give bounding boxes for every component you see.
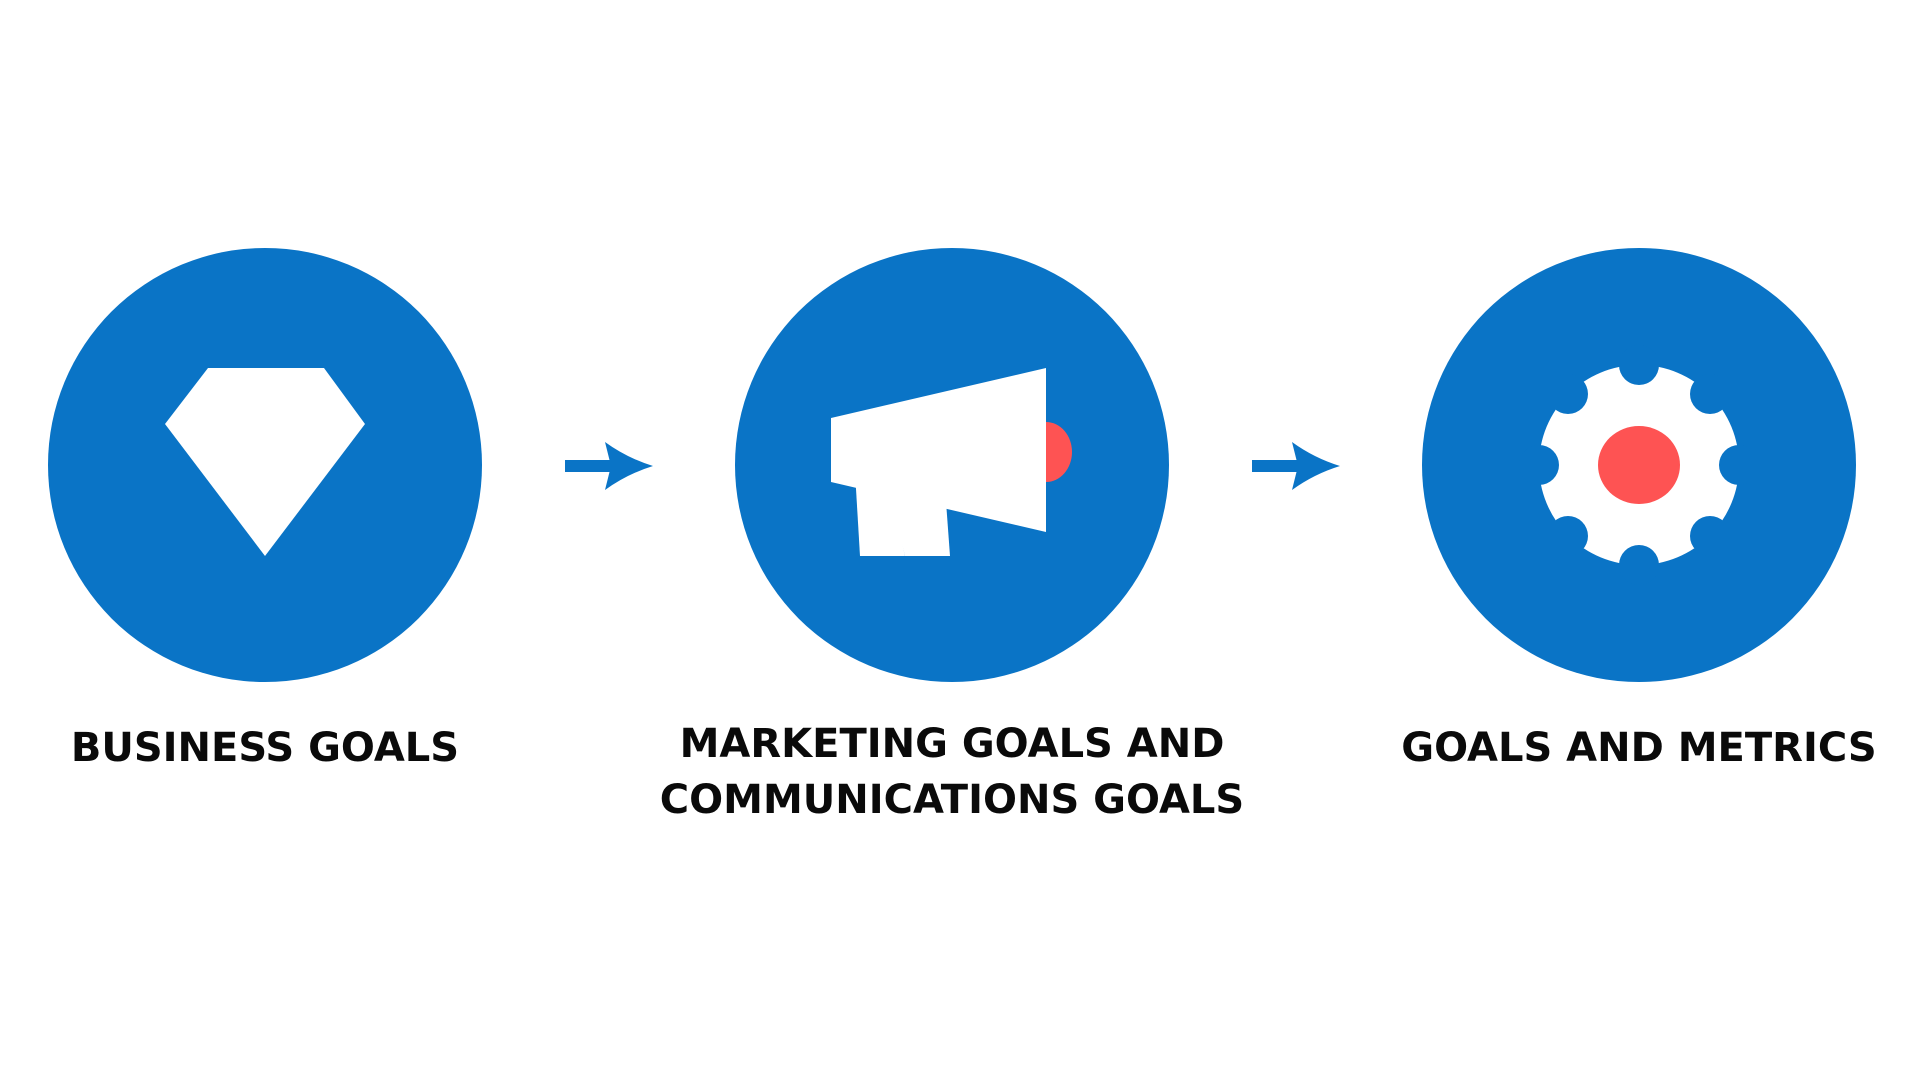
label-line: BUSINESS GOALS [70, 725, 460, 771]
step-label-business-goals: BUSINESS GOALS [45, 720, 485, 776]
step-label-goals-metrics: GOALS AND METRICS [1378, 720, 1900, 776]
label-line: GOALS AND METRICS [1401, 725, 1877, 771]
label-line: MARKETING GOALS AND [679, 721, 1225, 767]
step-label-marketing-goals: MARKETING GOALS AND COMMUNICATIONS GOALS [620, 716, 1284, 828]
label-line: COMMUNICATIONS GOALS [659, 777, 1245, 823]
megaphone-icon [735, 248, 1169, 682]
arrow-right-icon [565, 442, 653, 490]
marketing-goals-circle [735, 248, 1169, 682]
arrow-right-icon [1252, 442, 1340, 490]
business-goals-circle [48, 248, 482, 682]
goals-metrics-circle [1422, 248, 1856, 682]
gear-icon [1422, 248, 1856, 682]
diamond-icon [48, 248, 482, 682]
